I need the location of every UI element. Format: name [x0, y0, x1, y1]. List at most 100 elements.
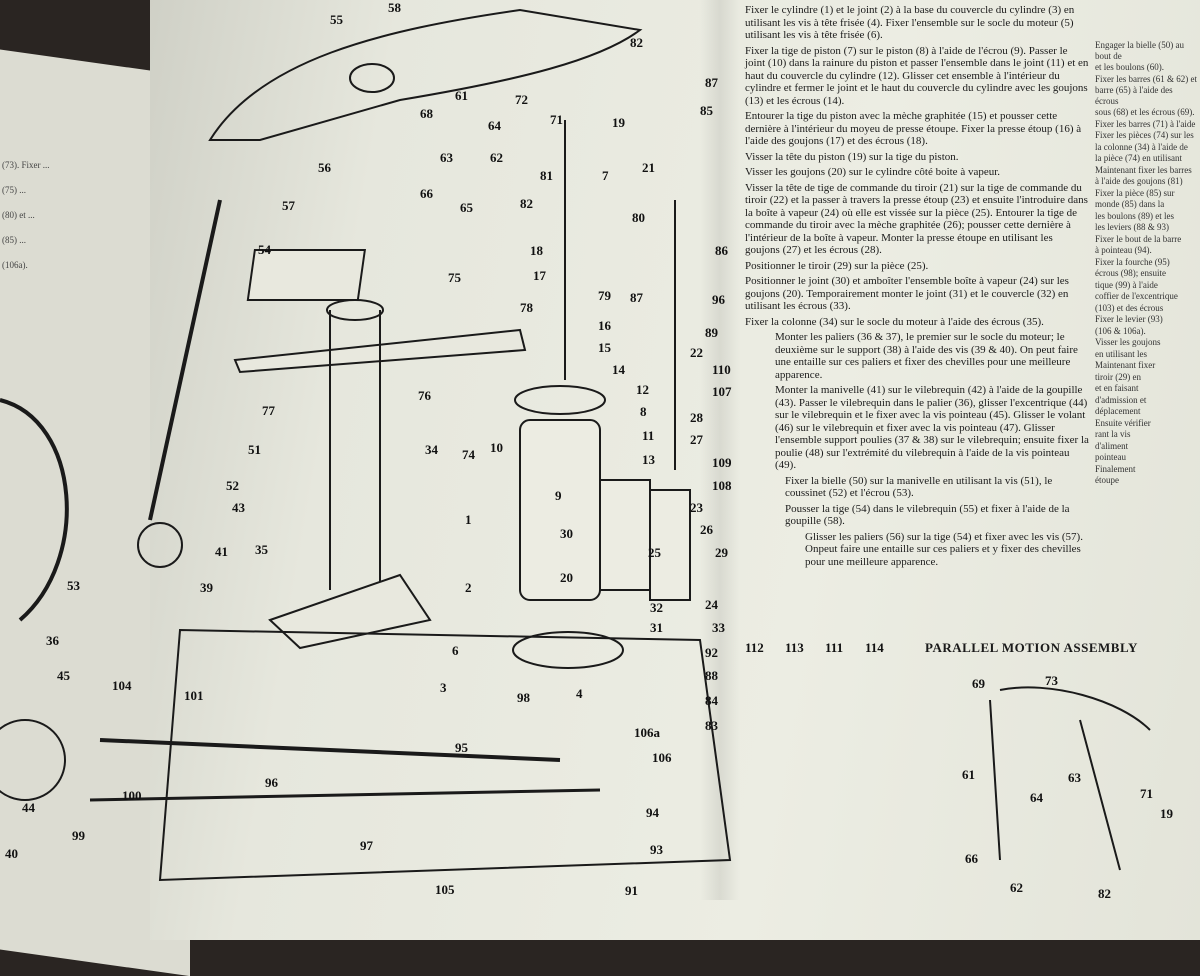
part-number-label: 44: [22, 800, 35, 815]
part-number-label: 24: [705, 597, 718, 612]
part-number-label: 81: [540, 168, 553, 183]
part-number-label: 2: [465, 580, 472, 595]
part-number-label: 18: [530, 243, 543, 258]
part-number-label: 43: [232, 500, 245, 515]
part-number-label: 41: [215, 544, 228, 559]
part-number-label: 87: [705, 75, 718, 90]
part-number-label: 96: [265, 775, 278, 790]
lower-link: [89, 788, 601, 802]
part-number-label: 71: [550, 112, 563, 127]
part-number-label: 73: [1045, 673, 1058, 688]
instruction-paragraph: Glisser les paliers (56) sur la tige (54…: [805, 530, 1083, 568]
part-number-label: 64: [488, 118, 501, 133]
part-number-label: 10: [490, 440, 503, 455]
part-number-label: 55: [330, 12, 343, 27]
part-number-label: 79: [598, 288, 611, 303]
part-number-label: 82: [630, 35, 643, 50]
exploded-diagram: [0, 8, 1151, 882]
part-number-label: 34: [425, 442, 438, 457]
part-number-label: 61: [962, 767, 975, 782]
page-shadow: [700, 0, 740, 900]
instruction-paragraph: Fixer le cylindre (1) et le joint (2) à …: [745, 4, 1075, 41]
part-number-label: 105: [435, 882, 455, 897]
part-number-label: 64: [1030, 790, 1043, 805]
part-number-label: 92: [705, 645, 718, 660]
side-column-line: à pointeau (94).: [1095, 245, 1152, 255]
part-number-label: 88: [705, 668, 718, 683]
instruction-paragraph: Pousser la tige (54) dans le vilebrequin…: [785, 502, 1070, 528]
side-column-line: tiroir (29) en: [1095, 371, 1141, 382]
part-number-label: 1: [465, 512, 472, 527]
part-number-label: 89: [705, 325, 718, 340]
part-number-label: 35: [255, 542, 268, 557]
part-number-label: 53: [67, 578, 80, 593]
part-number-label: 26: [700, 522, 713, 537]
part-number-label: 74: [462, 447, 475, 462]
part-number-label: 51: [248, 442, 261, 457]
side-column-line: rant la vis: [1095, 429, 1131, 439]
left-page-text: (73). Fixer ...(75) ...(80) et ...(85) .…: [2, 160, 82, 285]
side-column-line: barre (65) à l'aide des écrous: [1095, 85, 1173, 106]
parallel-motion-detail: [989, 686, 1151, 871]
side-column-line: les boulons (89) et les: [1095, 210, 1174, 221]
part-number-label: 77: [262, 403, 275, 418]
left-page-line: (85) ...: [2, 235, 26, 245]
side-column-line: Visser les goujons: [1095, 337, 1161, 347]
part-number-label: 8: [640, 404, 647, 419]
instruction-paragraph: Entourer la tige du piston avec la mèche…: [745, 110, 1082, 147]
part-number-label: 96: [712, 292, 725, 307]
side-column-line: en utilisant les: [1095, 348, 1147, 359]
part-number-label: 84: [705, 693, 718, 708]
part-number-label: 85: [700, 103, 713, 118]
part-number-label: 13: [642, 452, 655, 467]
instruction-paragraph: Fixer la tige de piston (7) sur le pisto…: [745, 44, 1089, 107]
part-number-label: 80: [632, 210, 645, 225]
side-column-line: Fixer le levier (93): [1095, 314, 1163, 324]
left-page-line: (106a).: [2, 260, 28, 270]
side-column-line: d'aliment: [1095, 440, 1129, 451]
left-page-line: (73). Fixer ...: [2, 160, 50, 170]
part-number-label: 100: [122, 788, 142, 803]
part-number-label: 33: [712, 620, 725, 635]
part-number-label: 82: [520, 196, 533, 211]
instruction-paragraph: Fixer la bielle (50) sur la manivelle en…: [785, 474, 1053, 500]
part-number-label: 9: [555, 488, 562, 503]
part-number-label: 61: [455, 88, 468, 103]
instruction-paragraph: Fixer la colonne (34) sur le socle du mo…: [745, 315, 1044, 328]
part-number-label: 71: [1140, 786, 1153, 801]
part-number-label: 65: [460, 200, 473, 215]
part-number-label: 109: [712, 455, 732, 470]
part-number-label: 62: [490, 150, 503, 165]
column: [329, 310, 381, 590]
side-column-line: Maintenant fixer les barres: [1095, 164, 1192, 175]
part-number-label: 57: [282, 198, 295, 213]
side-column-line: Fixer le bout de la barre: [1095, 233, 1182, 244]
side-column-line: la colonne (34) à l'aide de: [1095, 141, 1188, 152]
side-column-line: (106 & 106a).: [1095, 325, 1146, 336]
part-number-label: 93: [650, 842, 663, 857]
side-column-line: tique (99) à l'aide: [1095, 279, 1158, 290]
side-column-line: Engager la bielle (50) au bout de: [1095, 40, 1184, 61]
part-number-label: 66: [965, 851, 978, 866]
side-column-line: la pièce (74) en utilisant: [1095, 153, 1182, 163]
part-number-label: 106a: [634, 725, 660, 740]
pulley: [0, 719, 66, 801]
side-column-line: Fixer les barres (71) à l'aide: [1095, 118, 1196, 129]
instruction-paragraph: Monter les paliers (36 & 37), le premier…: [775, 331, 1078, 381]
part-number-label: 108: [712, 478, 732, 493]
steam-chest-cover: [649, 489, 691, 601]
part-number-label: 30: [560, 526, 573, 541]
left-page-line: (75) ...: [2, 185, 26, 195]
part-number-label: 106: [652, 750, 672, 765]
side-column-line: Fixer les barres (61 & 62) et: [1095, 73, 1197, 84]
part-number-label: 11: [642, 428, 655, 443]
cylinder-base-gasket: [512, 631, 624, 669]
part-number-label: 19: [1160, 806, 1173, 821]
side-column-line: d'admission et: [1095, 394, 1147, 405]
part-number-label: 72: [515, 92, 528, 107]
part-number-label: 28: [690, 410, 703, 425]
part-number-label: 69: [972, 676, 985, 691]
part-number-label: 104: [112, 678, 132, 693]
part-number-label: 19: [612, 115, 625, 130]
